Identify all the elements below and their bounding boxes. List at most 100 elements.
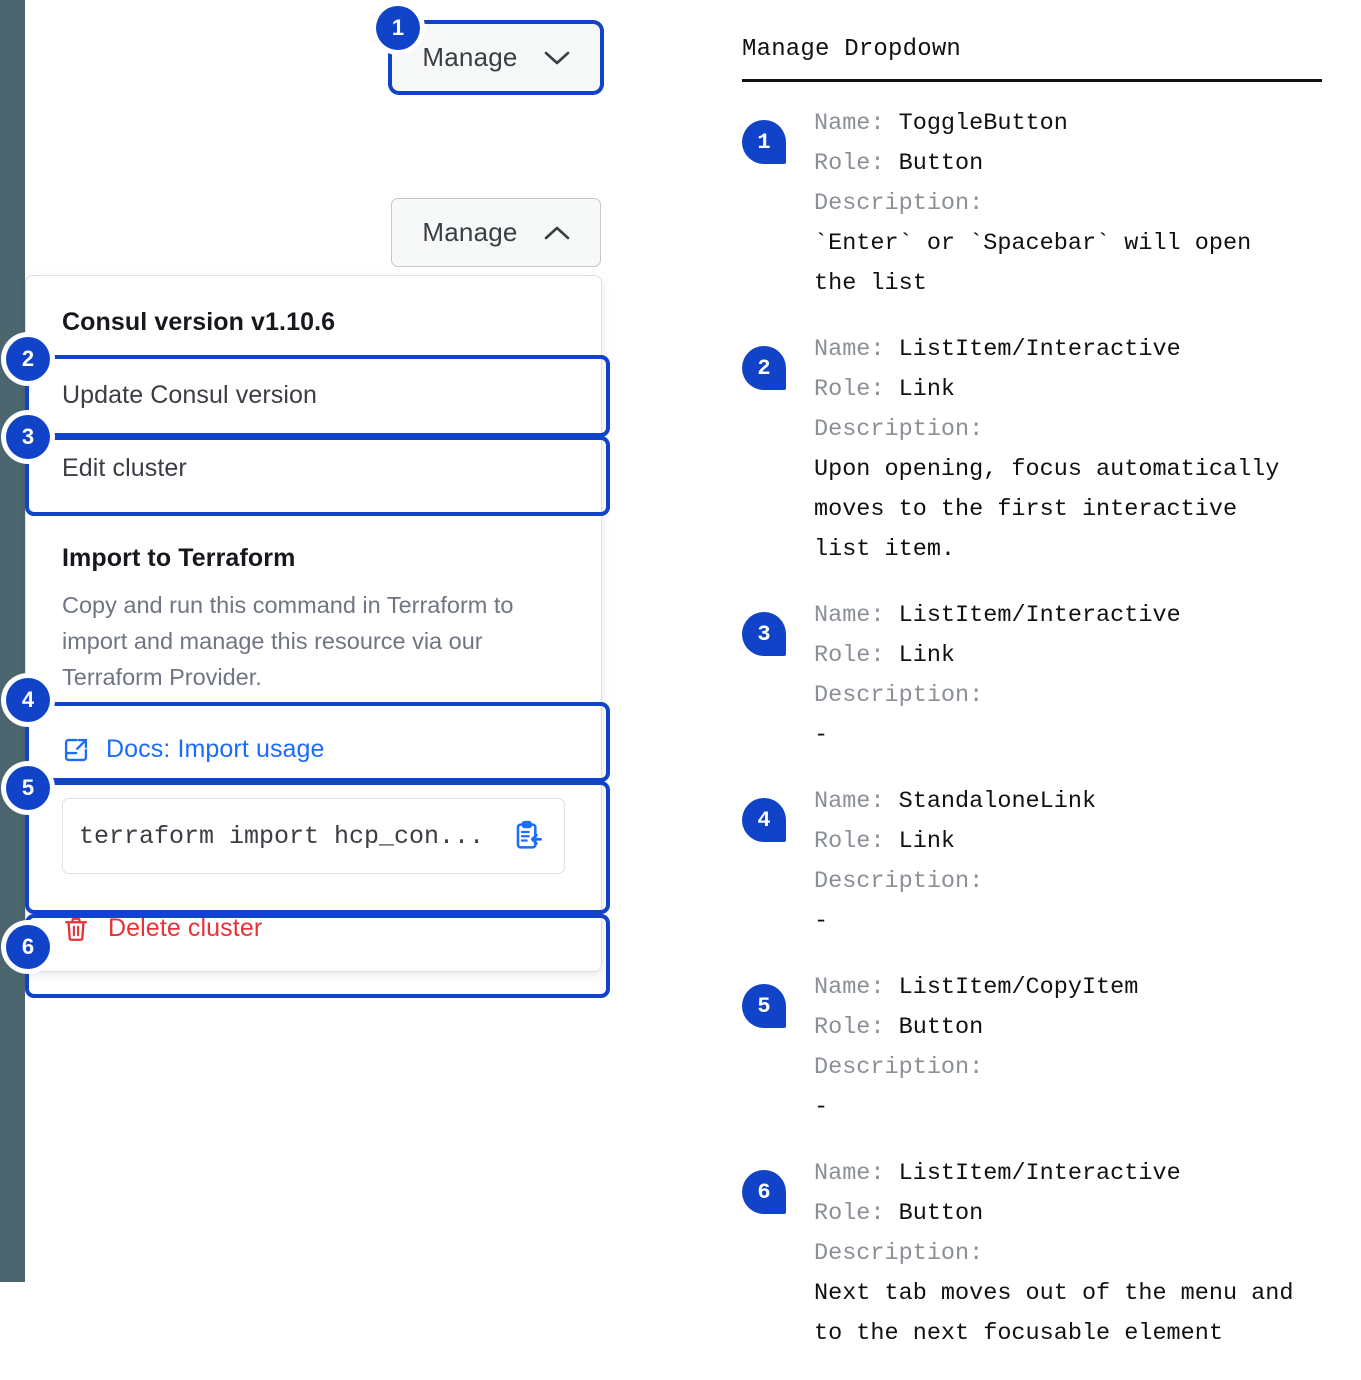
legend-title: Manage Dropdown xyxy=(742,36,962,63)
marker-4: 4 xyxy=(6,678,50,722)
marker-3: 3 xyxy=(6,415,50,459)
manage-toggle-button-expanded[interactable]: Manage xyxy=(391,198,601,267)
legend-role-value: Link xyxy=(898,376,956,403)
menu-item-edit-cluster[interactable]: Edit cluster xyxy=(26,432,601,505)
menu-item-update-consul-version-label: Update Consul version xyxy=(62,381,318,409)
legend-role-key: Role: xyxy=(814,150,899,177)
legend-title-rule xyxy=(742,79,1322,82)
menu-item-update-consul-version[interactable]: Update Consul version xyxy=(26,359,601,432)
legend-badge-5: 5 xyxy=(742,984,786,1028)
legend-description-label: Description: xyxy=(814,1240,984,1267)
legend-role: Role: Link xyxy=(814,822,1322,862)
legend-description-value: Upon opening, focus automatically moves … xyxy=(814,456,1280,563)
legend-role: Role: Button xyxy=(814,1008,1322,1048)
chevron-down-icon xyxy=(544,50,570,66)
legend-badge-3: 3 xyxy=(742,612,786,656)
manage-toggle-button-collapsed[interactable]: Manage xyxy=(388,20,604,95)
legend-name-value: ListItem/Interactive xyxy=(898,1160,1181,1187)
legend-name-value: ListItem/Interactive xyxy=(898,336,1181,363)
clipboard-copy-icon[interactable] xyxy=(512,820,544,852)
legend-name-value: StandaloneLink xyxy=(898,788,1097,815)
legend-badge-2: 2 xyxy=(742,346,786,390)
legend-description-value: - xyxy=(814,722,829,749)
legend-role-key: Role: xyxy=(814,828,899,855)
menu-item-delete-cluster[interactable]: Delete cluster xyxy=(26,892,601,965)
legend-badge-6: 6 xyxy=(742,1170,786,1214)
import-to-terraform-description: Copy and run this command in Terraform t… xyxy=(62,592,514,690)
legend-role-key: Role: xyxy=(814,642,899,669)
legend-description-value: - xyxy=(814,1094,829,1121)
consul-version-heading: Consul version v1.10.6 xyxy=(62,308,336,336)
legend-badge-1: 1 xyxy=(742,120,786,164)
legend-role-key: Role: xyxy=(814,1014,899,1041)
menu-item-docs-import-usage[interactable]: Docs: Import usage xyxy=(26,715,601,784)
marker-2: 2 xyxy=(6,337,50,381)
legend-description-value: Next tab moves out of the menu and to th… xyxy=(814,1280,1294,1347)
legend-name: Name: ListItem/Interactive xyxy=(814,330,1322,370)
legend-description-label: Description: xyxy=(814,1054,984,1081)
legend-role: Role: Link xyxy=(814,636,1322,676)
left-accent-rail xyxy=(0,0,25,1282)
legend-role-value: Button xyxy=(898,150,984,177)
manage-toggle-label-collapsed: Manage xyxy=(422,42,518,72)
legend-name: Name: ListItem/CopyItem xyxy=(814,968,1322,1008)
terraform-import-command-text: terraform import hcp_con... xyxy=(79,821,485,851)
legend-role: Role: Button xyxy=(814,144,1322,184)
legend-description-label: Description: xyxy=(814,682,984,709)
legend-name-key: Name: xyxy=(814,336,899,363)
legend-role-value: Link xyxy=(898,642,956,669)
legend-description-label: Description: xyxy=(814,416,984,443)
legend-name-key: Name: xyxy=(814,788,899,815)
legend-name-key: Name: xyxy=(814,974,899,1001)
legend-name-value: ListItem/CopyItem xyxy=(898,974,1139,1001)
trash-icon xyxy=(62,915,90,943)
legend-description-label: Description: xyxy=(814,190,984,217)
legend-name-key: Name: xyxy=(814,602,899,629)
terraform-import-copy-field[interactable]: terraform import hcp_con... xyxy=(62,798,565,874)
legend-role-value: Button xyxy=(898,1014,984,1041)
menu-item-delete-cluster-label: Delete cluster xyxy=(108,914,263,942)
legend-name: Name: ListItem/Interactive xyxy=(814,1154,1322,1194)
legend-name: Name: ToggleButton xyxy=(814,104,1322,144)
legend-role-value: Button xyxy=(898,1200,984,1227)
legend-role-key: Role: xyxy=(814,376,899,403)
marker-6: 6 xyxy=(6,925,50,969)
manage-toggle-label-expanded: Manage xyxy=(422,217,518,247)
import-to-terraform-heading: Import to Terraform xyxy=(62,544,296,572)
annotated-ui-panel: Manage Manage Consul version v1.10.6 Upd… xyxy=(0,0,700,1282)
legend-name: Name: ListItem/Interactive xyxy=(814,596,1322,636)
manage-dropdown-menu: Consul version v1.10.6 Update Consul ver… xyxy=(25,275,602,972)
marker-5: 5 xyxy=(6,766,50,810)
legend-name-key: Name: xyxy=(814,1160,899,1187)
external-link-doc-icon xyxy=(62,736,90,764)
legend-name-key: Name: xyxy=(814,110,899,137)
menu-item-edit-cluster-label: Edit cluster xyxy=(62,454,187,482)
legend-name-value: ToggleButton xyxy=(898,110,1068,137)
menu-item-docs-import-usage-label: Docs: Import usage xyxy=(106,735,325,763)
legend-role: Role: Button xyxy=(814,1194,1322,1234)
legend-description-value: - xyxy=(814,908,829,935)
legend-badge-4: 4 xyxy=(742,798,786,842)
legend-name: Name: StandaloneLink xyxy=(814,782,1322,822)
legend-role-key: Role: xyxy=(814,1200,899,1227)
chevron-up-icon xyxy=(544,225,570,241)
legend-role-value: Link xyxy=(898,828,956,855)
legend-role: Role: Link xyxy=(814,370,1322,410)
marker-1: 1 xyxy=(376,6,420,50)
legend-description-label: Description: xyxy=(814,868,984,895)
legend-name-value: ListItem/Interactive xyxy=(898,602,1181,629)
